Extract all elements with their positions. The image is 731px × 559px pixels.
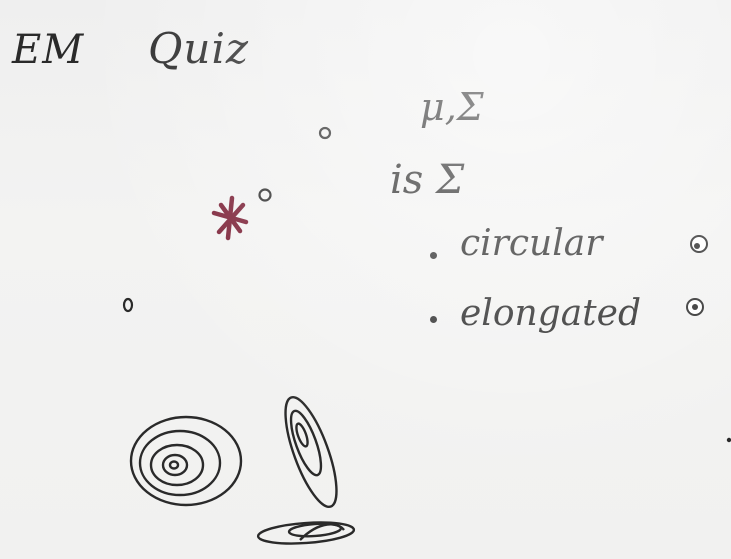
bullet-circular bbox=[430, 252, 437, 259]
data-point bbox=[318, 126, 332, 140]
option-circular-label: circular bbox=[460, 223, 603, 264]
parameters-label: μ,Σ bbox=[420, 85, 484, 129]
data-point bbox=[122, 297, 134, 313]
title-em: EM bbox=[12, 27, 85, 73]
answer-circle-circular[interactable] bbox=[690, 235, 708, 253]
question-text: is Σ bbox=[390, 157, 465, 203]
answer-circle-elongated[interactable] bbox=[686, 298, 704, 316]
title-quiz: Quiz bbox=[148, 24, 250, 73]
data-point bbox=[258, 188, 272, 202]
bullet-elongated bbox=[430, 316, 437, 323]
star-icon bbox=[211, 195, 249, 241]
option-elongated-label: elongated bbox=[460, 293, 642, 334]
circular-contours-sketch bbox=[129, 415, 243, 507]
flat-contours-sketch bbox=[256, 521, 356, 545]
elongated-contours-sketch bbox=[284, 395, 338, 509]
edge-mark bbox=[726, 437, 731, 443]
